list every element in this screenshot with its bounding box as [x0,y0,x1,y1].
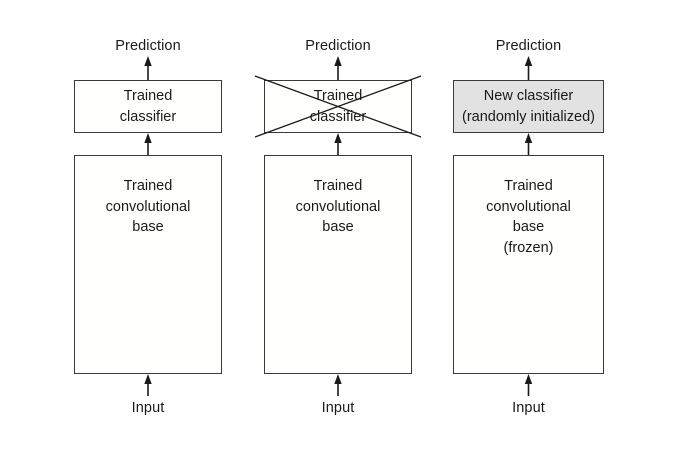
trained-convolutional-base-box: Trained convolutional base [74,155,222,374]
trained-convolutional-base-label: Trained convolutional base [105,178,191,235]
trained-classifier-label: Trained classifier [119,88,177,125]
input-label: Input [321,400,355,416]
trained-convolutional-base-box: Trained convolutional base [264,155,412,374]
new-classifier-label: New classifier (randomly initialized) [462,88,595,125]
input-label: Input [512,400,545,416]
diagram-column-discard-classifier: Prediction Trained classifier Trained co… [254,0,422,453]
diagram-column-new-classifier: Prediction New classifier (randomly init… [453,0,604,453]
trained-classifier-label: Trained classifier [309,88,367,125]
frozen-convolutional-base-box: Trained convolutional base (frozen) [453,155,604,374]
prediction-label: Prediction [305,38,371,54]
trained-classifier-box: Trained classifier [74,80,222,133]
new-classifier-box: New classifier (randomly initialized) [453,80,604,133]
cross-out-icon [254,75,422,138]
frozen-convolutional-base-label: Trained convolutional base (frozen) [486,178,571,256]
trained-convolutional-base-label: Trained convolutional base [295,178,381,235]
input-label: Input [131,400,165,416]
diagram-column-pretrained-network: Prediction Trained classifier Trained co… [74,0,222,453]
prediction-label: Prediction [115,38,181,54]
prediction-label: Prediction [495,38,562,54]
